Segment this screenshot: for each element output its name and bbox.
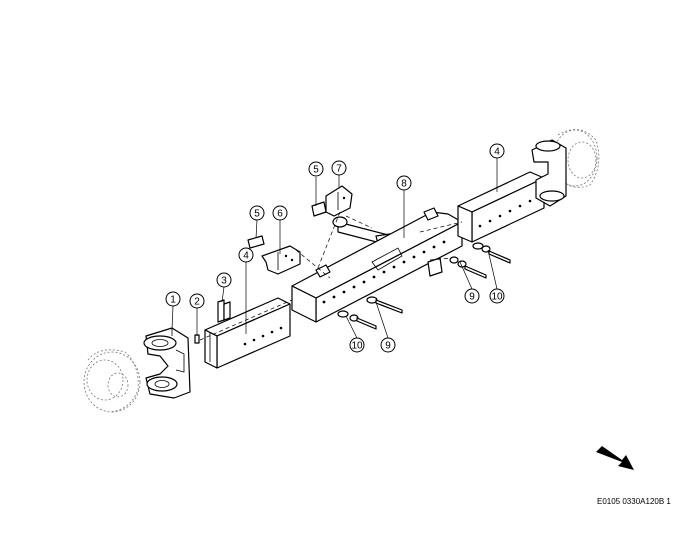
callout-7: 7 [331, 160, 347, 176]
callout-5-left: 5 [249, 205, 265, 221]
part-2-pin [194, 334, 200, 344]
callout-label: 8 [401, 179, 407, 190]
left-wheel-hub [83, 349, 141, 413]
callout-1: 1 [165, 291, 181, 307]
part-4-right-extension-tube [457, 171, 545, 243]
callout-label: 4 [243, 251, 249, 262]
part-5-right-clip [311, 201, 327, 217]
callout-4-left: 4 [238, 247, 254, 263]
callout-3: 3 [216, 272, 232, 288]
callout-label: 9 [385, 341, 391, 352]
part-5-left-clip [247, 235, 265, 249]
callout-8: 8 [396, 175, 412, 191]
callout-label: 2 [194, 297, 200, 308]
callout-label: 9 [469, 292, 475, 303]
callout-5-right: 5 [308, 161, 324, 177]
callout-10-right: 10 [489, 288, 505, 304]
part-1-left-knuckle [143, 327, 191, 399]
direction-arrow-icon [596, 446, 634, 470]
callout-2: 2 [189, 293, 205, 309]
part-4-left-extension-tube [204, 297, 291, 369]
callout-label: 3 [221, 276, 227, 287]
callout-6: 6 [272, 205, 288, 221]
callout-label: 10 [351, 341, 363, 352]
leader-lines [171, 158, 498, 339]
callout-9-right: 9 [464, 288, 480, 304]
callout-label: 4 [494, 147, 500, 158]
part-8-axle-beam [291, 207, 463, 323]
callout-label: 10 [491, 292, 503, 303]
callout-10-left: 10 [349, 337, 365, 353]
part-6-bracket [261, 245, 301, 275]
right-knuckle [531, 139, 567, 207]
callout-label: 6 [277, 209, 283, 220]
callout-label: 5 [254, 209, 260, 220]
callout-label: 1 [170, 295, 176, 306]
callout-label: 5 [313, 165, 319, 176]
bolt-group-right [449, 242, 511, 279]
callout-label: 7 [336, 164, 342, 175]
part-3-bolts [217, 299, 231, 323]
callout-4-right: 4 [489, 143, 505, 159]
callout-9-left: 9 [380, 337, 396, 353]
part-7-upper-bracket [325, 185, 353, 217]
right-wheel-hub [552, 129, 600, 188]
drawing-reference-code: E0105 0330A120B 1 [597, 497, 671, 506]
